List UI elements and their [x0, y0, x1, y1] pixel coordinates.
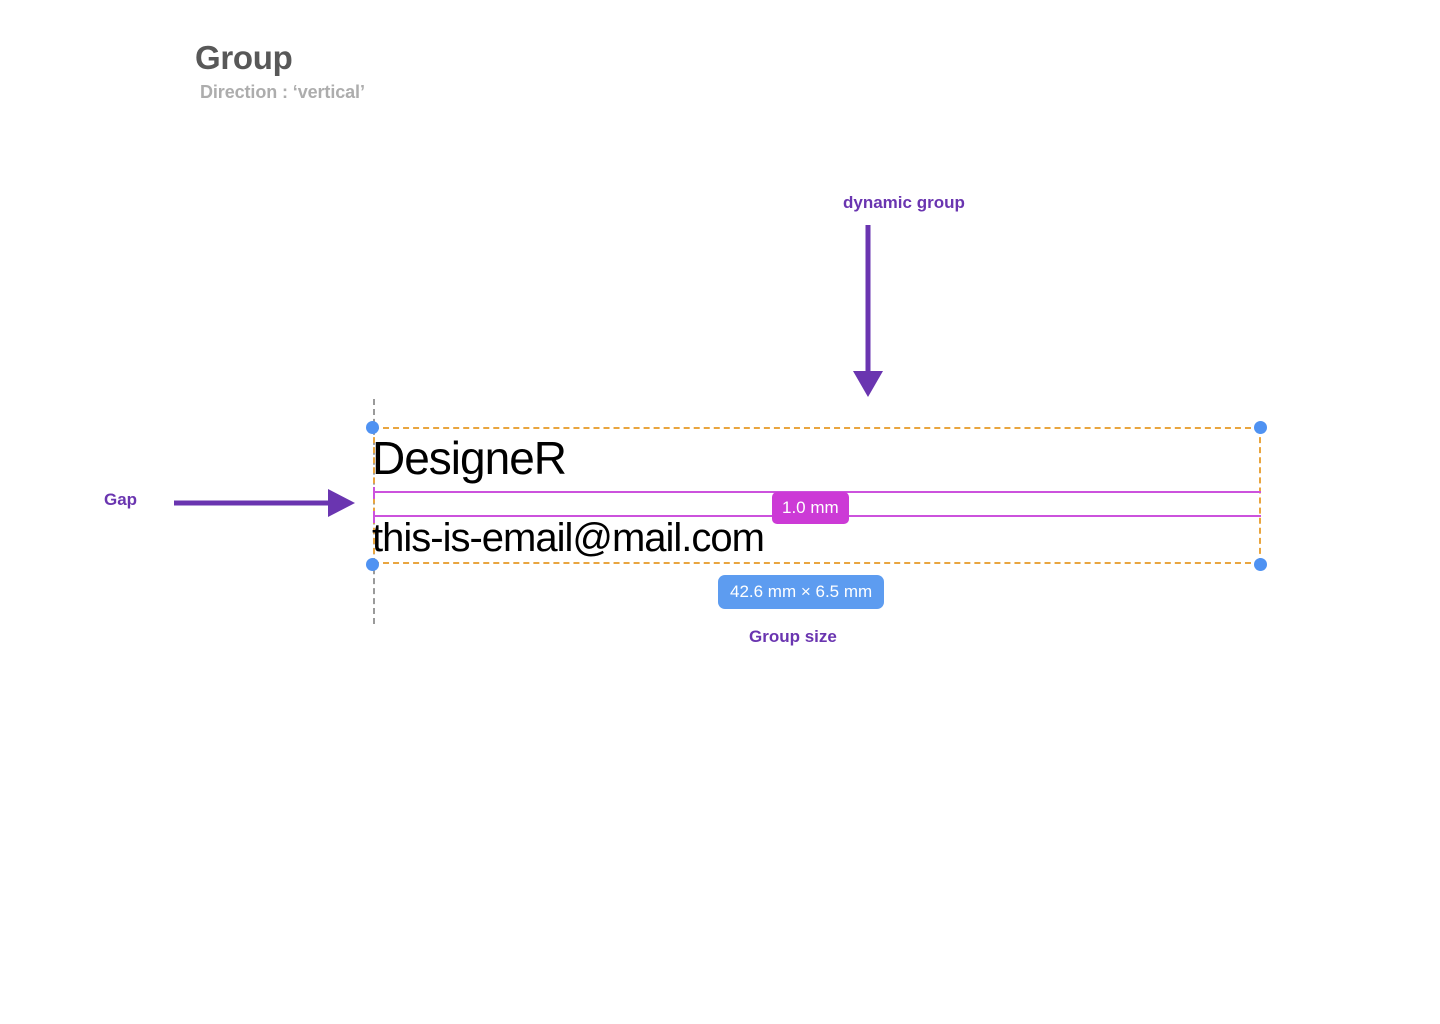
page-subtitle: Direction : ‘vertical’ [200, 82, 365, 102]
gap-value-badge: 1.0 mm [772, 492, 849, 524]
gap-tick-bottom-left [373, 511, 375, 523]
resize-handle-bottom-right[interactable] [1254, 558, 1267, 571]
annotation-label-gap: Gap [104, 490, 138, 509]
group-item-email[interactable]: this-is-email@mail.com [372, 516, 765, 560]
down-arrow-icon [853, 225, 883, 397]
gap-tick-top-left [373, 487, 375, 499]
resize-handle-top-right[interactable] [1254, 421, 1267, 434]
annotation-label-group-size: Group size [749, 627, 837, 646]
page-title: Group [195, 39, 293, 76]
group-item-name[interactable]: DesigneR [372, 432, 567, 484]
right-arrow-icon [174, 489, 355, 517]
annotation-label-dynamic-group: dynamic group [843, 193, 965, 212]
resize-handle-top-left[interactable] [366, 421, 379, 434]
resize-handle-bottom-left[interactable] [366, 558, 379, 571]
size-value-badge: 42.6 mm × 6.5 mm [718, 575, 885, 609]
